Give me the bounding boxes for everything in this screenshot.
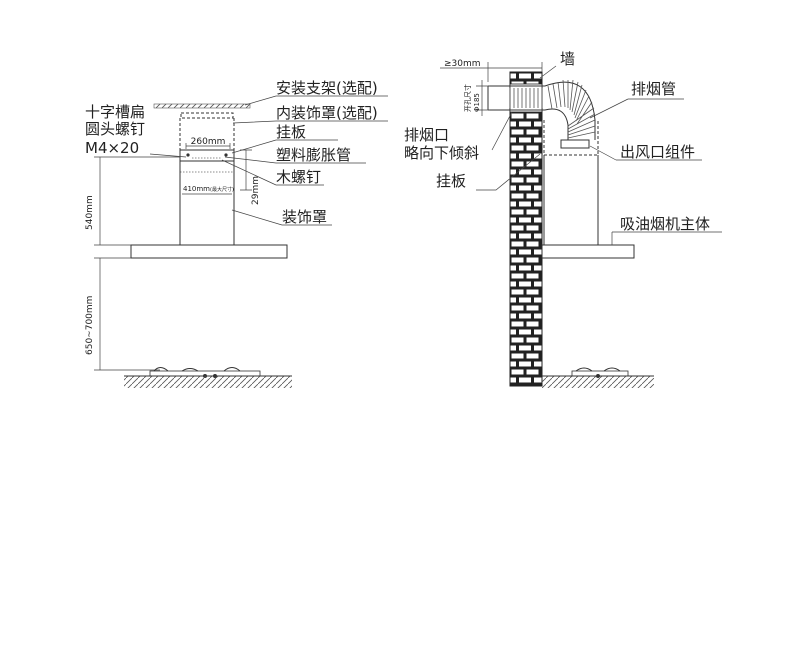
label-screw-line1: 十字槽扁	[85, 103, 145, 121]
label-hood-body: 吸油烟机主体	[620, 215, 710, 233]
dim-410-value: 410mm	[183, 185, 210, 193]
dim-30-text: ≥30mm	[444, 59, 481, 69]
dim-540-text: 540mm	[85, 195, 95, 230]
dim-410-text: 410mm(最大尺寸)	[183, 185, 234, 193]
label-wood-screw: 木螺钉	[276, 168, 321, 186]
label-outlet-line1: 排烟口	[404, 126, 449, 144]
exhaust-pipe	[509, 79, 596, 140]
label-anchor: 塑料膨胀管	[276, 146, 351, 164]
label-exhaust-pipe: 排烟管	[631, 80, 676, 98]
label-screw-line2: 圆头螺钉	[85, 120, 145, 138]
decorative-cover	[179, 161, 235, 245]
floor-left	[124, 376, 292, 388]
label-decorative-cover: 装饰罩	[282, 208, 327, 226]
label-air-outlet: 出风口组件	[620, 143, 695, 161]
left-diagram: 260mm 410mm(最大尺寸) 29mm 540mm 650~700mm 安…	[85, 79, 388, 388]
dim-29-text: 29mm	[251, 176, 261, 205]
label-wall: 墙	[560, 50, 575, 68]
brick-wall	[509, 71, 543, 387]
right-diagram: ≥30mm 开孔尺寸 Φ185 墙 排烟管 排烟口 略向下倾斜 挂板 出风口组件…	[404, 50, 722, 388]
air-outlet-component	[560, 139, 590, 149]
chimney-right	[543, 155, 599, 245]
label-inner-cover: 内装饰罩(选配)	[276, 104, 378, 122]
dim-540-line	[94, 156, 180, 246]
dim-hole-line	[476, 80, 490, 116]
inner-cover-outline	[179, 118, 235, 150]
label-hanger-right: 挂板	[436, 172, 466, 190]
bracket-outline	[180, 112, 234, 119]
label-hanger-left: 挂板	[276, 123, 306, 141]
dim-30-line	[440, 62, 543, 82]
label-outlet-line2: 略向下倾斜	[404, 144, 479, 162]
dim-410-note: (最大尺寸)	[210, 186, 234, 193]
dim-hole-dia: Φ185	[473, 93, 481, 112]
dim-650-text: 650~700mm	[85, 296, 95, 355]
dim-260-text: 260mm	[191, 137, 226, 147]
hood-body-right	[541, 244, 635, 259]
floor-right	[542, 376, 654, 388]
label-bracket: 安装支架(选配)	[276, 79, 378, 97]
hood-body-left	[130, 244, 288, 259]
hanger-plate	[179, 149, 235, 162]
label-screw-line3: M4×20	[85, 139, 139, 157]
dim-hole-label: 开孔尺寸	[463, 84, 472, 112]
ceiling-hatch	[153, 103, 251, 109]
dim-650-line	[94, 257, 160, 371]
